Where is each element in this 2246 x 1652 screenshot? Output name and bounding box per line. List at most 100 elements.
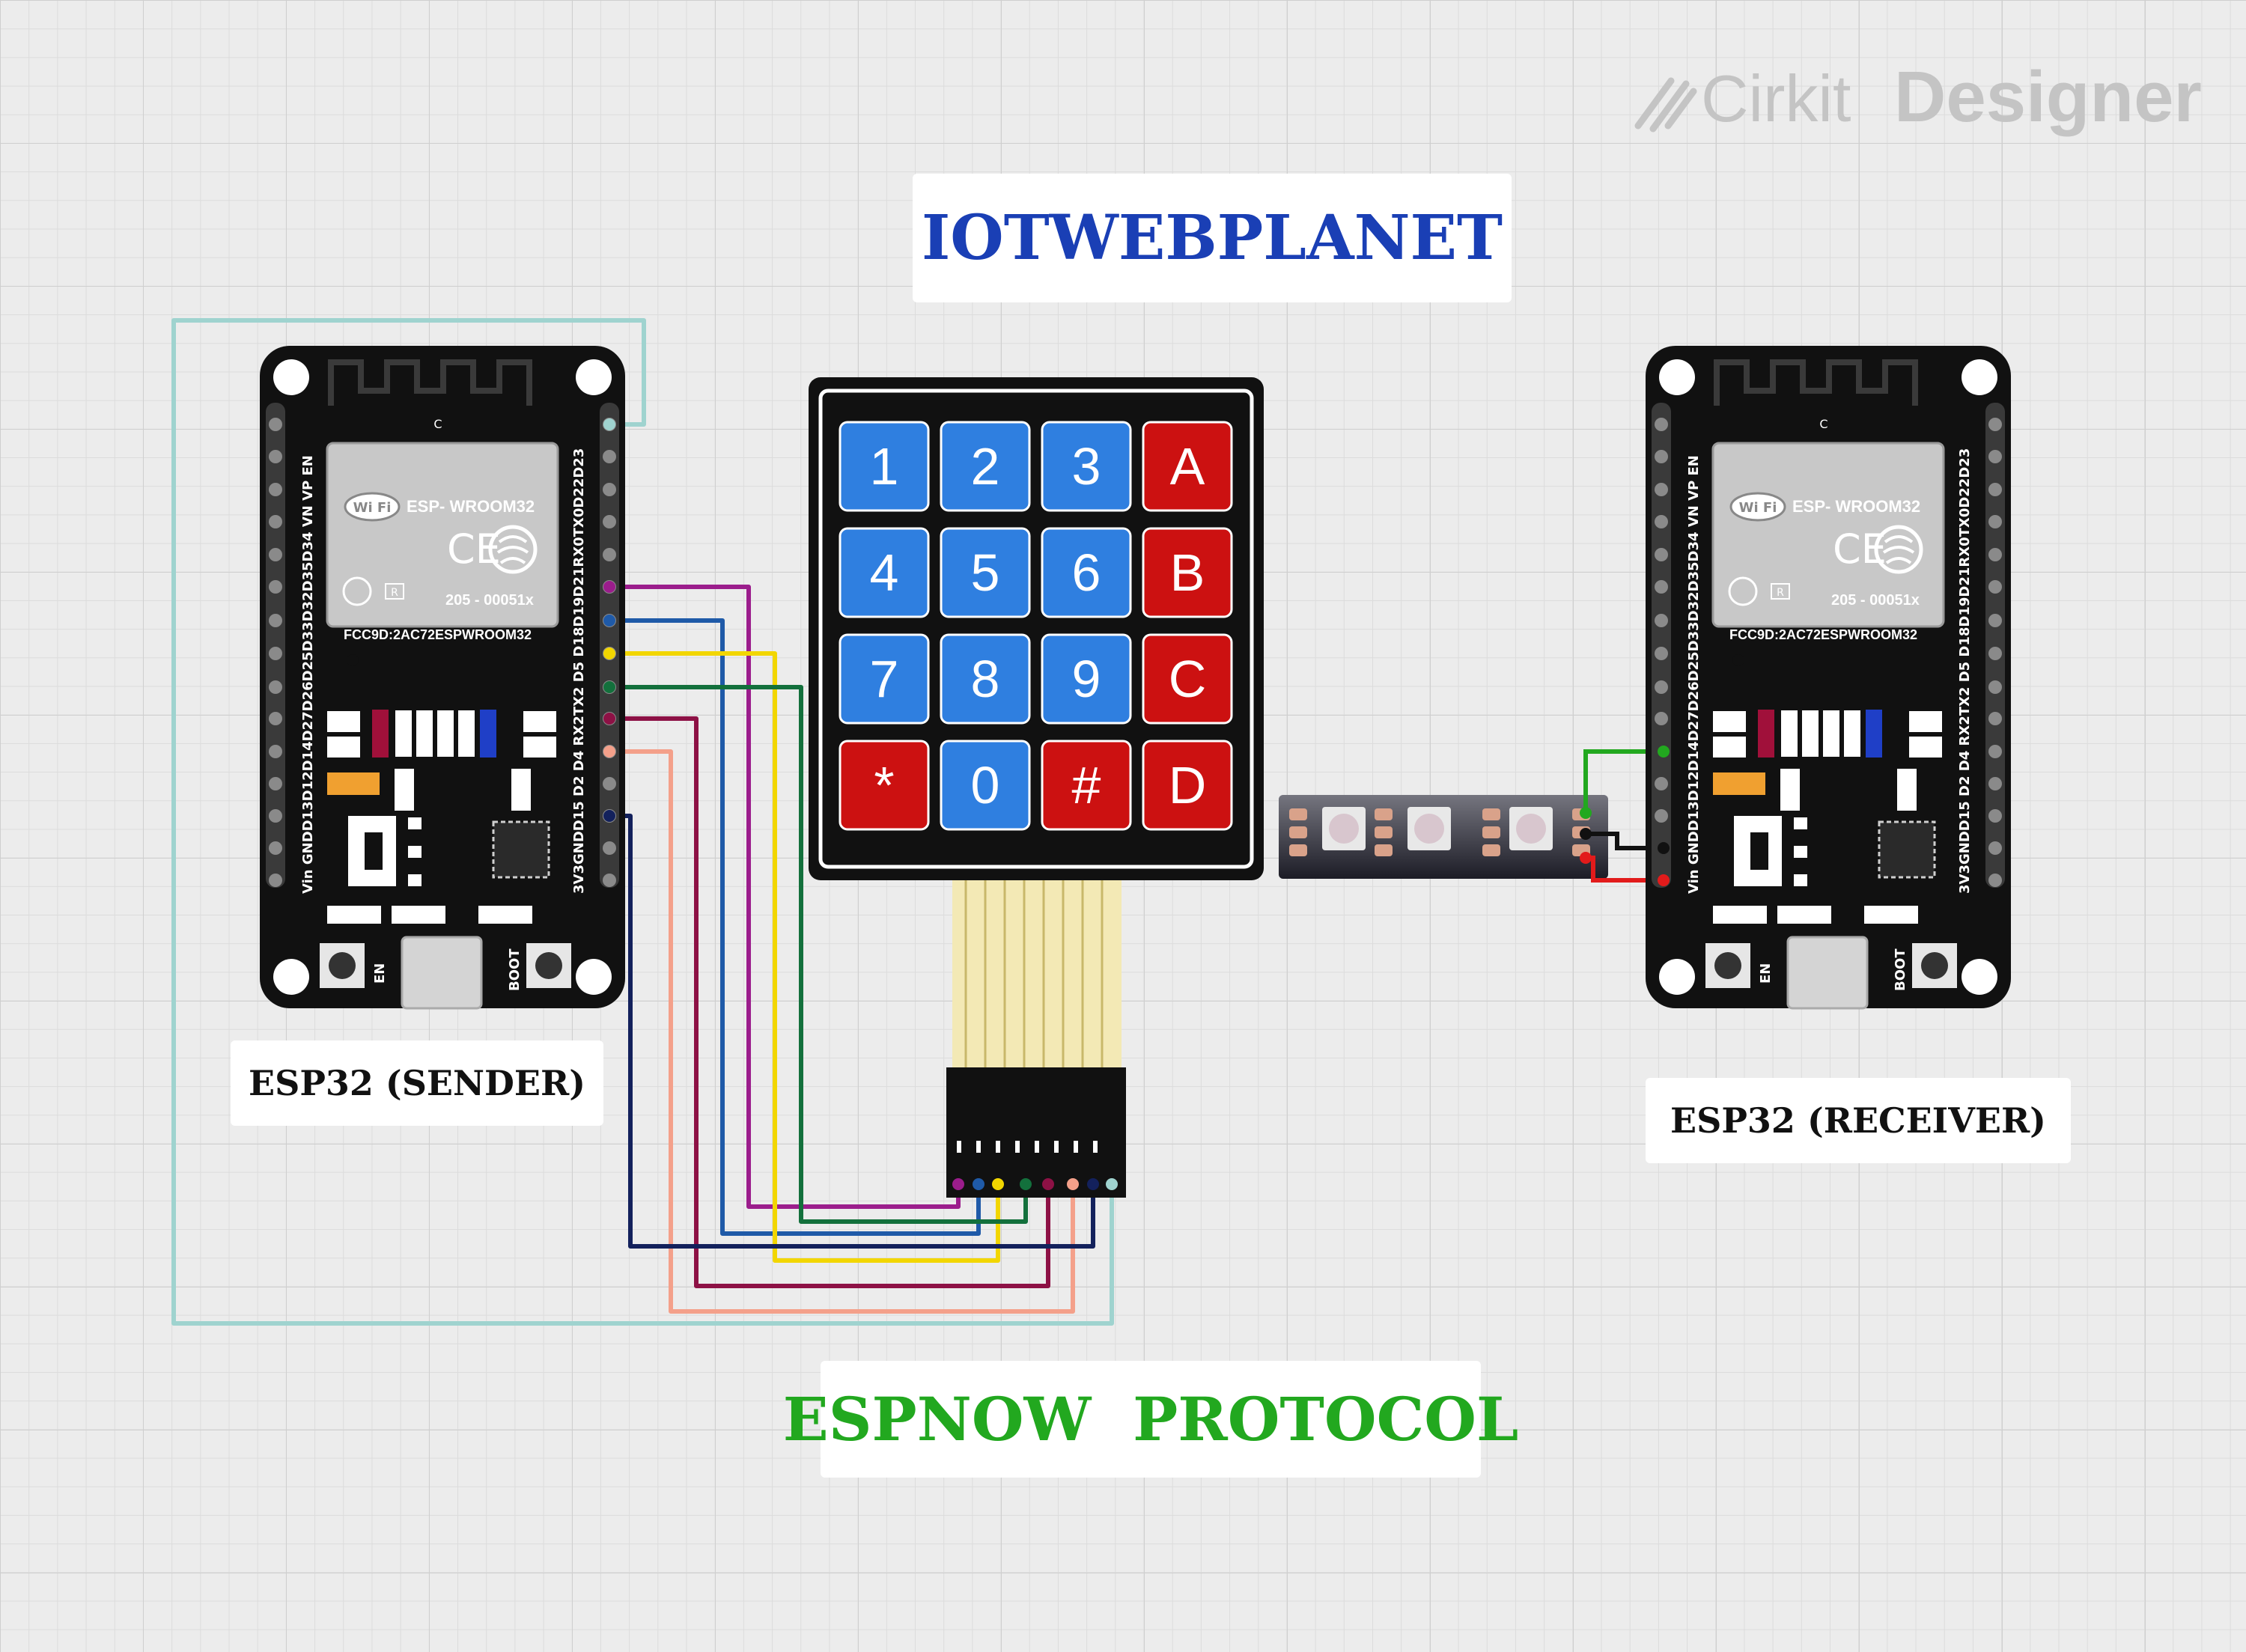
keypad-key-label: 0 xyxy=(971,756,1000,814)
espressif-logo-icon xyxy=(1874,525,1923,574)
sender-module-name: ESP- WROOM32 xyxy=(407,497,535,516)
keypad-key-6[interactable]: 6 xyxy=(1041,527,1132,618)
receiver-left-pin-labels: Vin GNDD13D12D14D27D26D25D33D32D35D34 VN… xyxy=(1686,455,1702,894)
keypad-key-B[interactable]: B xyxy=(1142,527,1233,618)
keypad-key-face xyxy=(940,740,1031,831)
logo-brand-light: Cirkit xyxy=(1701,61,1851,135)
wire-teal[interactable] xyxy=(171,318,1114,1326)
keypad-key-face xyxy=(1041,740,1132,831)
sender-boot-button[interactable] xyxy=(526,943,571,988)
svg-text:R: R xyxy=(1777,587,1784,599)
wire-blue[interactable] xyxy=(603,618,981,1236)
cirkit-designer-logo: Cirkit Designer xyxy=(1634,57,2202,137)
svg-text:C: C xyxy=(1819,417,1827,431)
sender-wire-endpoints xyxy=(603,418,615,822)
keypad-key-face xyxy=(1041,633,1132,725)
esp32-receiver-board[interactable]: C Wi Fi ESP- WROOM32 CE R 205 - 00051x F… xyxy=(1646,346,2011,1010)
keypad-pin-endpoints xyxy=(952,1178,1118,1190)
keypad-key-A[interactable]: A xyxy=(1142,421,1233,512)
keypad-key-4[interactable]: 4 xyxy=(839,527,930,618)
footer-protocol-label: ESPNOW PROTOCOL xyxy=(783,1361,1518,1478)
keypad-key-face xyxy=(1142,421,1233,512)
receiver-wire-endpoints xyxy=(1658,746,1670,886)
keypad-key-0[interactable]: 0 xyxy=(940,740,1031,831)
ce-mark-icon: CE xyxy=(1833,525,1887,573)
wire-black-strip[interactable] xyxy=(1586,832,1664,850)
keypad-key-label: D xyxy=(1169,756,1207,814)
sender-right-pin-labels: 3V3GNDD15 D2 D4 RX2TX2 D5 D18D19D21RX0TX… xyxy=(571,448,587,894)
wire-yellow[interactable] xyxy=(603,651,1000,1263)
wire-maroon[interactable] xyxy=(603,716,1050,1288)
led-pixel-1 xyxy=(1322,807,1366,850)
esp32-sender-board[interactable]: C Wi Fi ESP- WROOM32 CE R 205 - 00051x F… xyxy=(260,346,625,1010)
led-strip[interactable] xyxy=(1279,795,1608,879)
wire-green-strip[interactable] xyxy=(1583,749,1664,813)
keypad-key-D[interactable]: D xyxy=(1142,740,1233,831)
ce-mark-icon: CE xyxy=(447,525,501,573)
title-label: IOTWEBPLANET xyxy=(913,174,1512,302)
sender-boot-button-label: BOOT xyxy=(507,948,523,991)
led-pixel-3 xyxy=(1509,807,1553,850)
wire-green[interactable] xyxy=(603,685,1028,1224)
sender-left-pin-labels: Vin GNDD13D12D14D27D26D25D33D32D35D34 VN… xyxy=(300,455,316,894)
keypad-key-label: C xyxy=(1169,650,1207,708)
svg-text:R: R xyxy=(391,587,398,599)
keypad-key-8[interactable]: 8 xyxy=(940,633,1031,725)
keypad-key-face xyxy=(940,527,1031,618)
keypad-key-label: B xyxy=(1170,543,1205,602)
keypad-key-face xyxy=(839,527,930,618)
keypad-key-label: 8 xyxy=(971,650,1000,708)
keypad-key-*[interactable]: * xyxy=(839,740,930,831)
keypad-connector xyxy=(946,1067,1126,1198)
receiver-module-name: ESP- WROOM32 xyxy=(1792,497,1920,516)
keypad-key-9[interactable]: 9 xyxy=(1041,633,1132,725)
keypad-key-face xyxy=(1041,421,1132,512)
receiver-cert-number: 205 - 00051x xyxy=(1831,592,1920,609)
sender-label: ESP32 (SENDER) xyxy=(231,1040,603,1126)
telec-mark-icon xyxy=(1728,576,1758,606)
receiver-usb-port xyxy=(1786,936,1869,1010)
wires xyxy=(171,318,1114,1326)
keypad-key-face xyxy=(839,633,930,725)
telec-mark-icon xyxy=(342,576,372,606)
keypad-key-face xyxy=(1142,527,1233,618)
svg-text:Wi Fi: Wi Fi xyxy=(1739,500,1777,516)
keypad-key-face xyxy=(940,421,1031,512)
sender-en-button[interactable] xyxy=(320,943,365,988)
logo-pencil-icon xyxy=(1634,77,1697,132)
svg-text:Wi Fi: Wi Fi xyxy=(353,500,392,516)
wire-salmon[interactable] xyxy=(603,749,1075,1314)
keypad-key-5[interactable]: 5 xyxy=(940,527,1031,618)
keypad-key-face xyxy=(1142,740,1233,831)
sender-cert-number: 205 - 00051x xyxy=(445,592,534,609)
keypad-key-label: 3 xyxy=(1072,437,1101,496)
receiver-wires xyxy=(1580,749,1664,883)
keypad-key-label: # xyxy=(1072,756,1101,814)
led-pixel-2 xyxy=(1407,807,1451,850)
wifi-logo-icon: Wi Fi xyxy=(344,492,401,522)
keypad-key-3[interactable]: 3 xyxy=(1041,421,1132,512)
sender-en-button-label: EN xyxy=(372,963,388,984)
keypad-key-label: 2 xyxy=(971,437,1000,496)
svg-text:C: C xyxy=(433,417,442,431)
receiver-en-button[interactable] xyxy=(1705,943,1750,988)
keypad-key-label: 6 xyxy=(1072,543,1101,602)
keypad-key-face xyxy=(1041,527,1132,618)
wire-purple[interactable] xyxy=(603,585,961,1209)
keypad-ribbon-cable xyxy=(952,880,1122,1070)
keypad-key-1[interactable]: 1 xyxy=(839,421,930,512)
receiver-header-pins xyxy=(1655,418,2002,887)
keypad-key-label: 5 xyxy=(971,543,1000,602)
keypad-key-#[interactable]: # xyxy=(1041,740,1132,831)
keypad-key-2[interactable]: 2 xyxy=(940,421,1031,512)
receiver-label: ESP32 (RECEIVER) xyxy=(1646,1078,2071,1163)
keypad-key-label: 9 xyxy=(1072,650,1101,708)
keypad-key-7[interactable]: 7 xyxy=(839,633,930,725)
receiver-boot-button[interactable] xyxy=(1912,943,1957,988)
espressif-logo-icon xyxy=(488,525,538,574)
logo-brand-bold: Designer xyxy=(1894,57,2202,137)
keypad-key-C[interactable]: C xyxy=(1142,633,1233,725)
keypad-key-face xyxy=(839,740,930,831)
